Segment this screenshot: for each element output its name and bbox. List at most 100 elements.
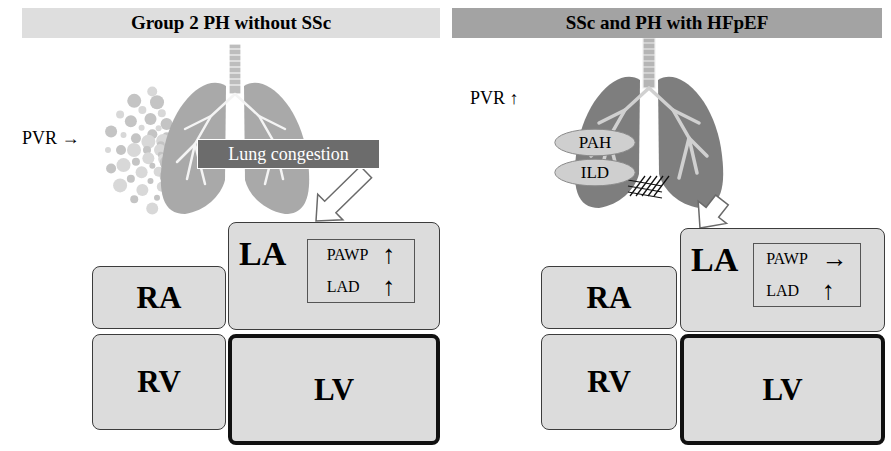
spray-blob [158, 154, 168, 164]
spray-blob [131, 133, 141, 143]
node-label: RA [137, 280, 182, 316]
heart-chamber: LAPAWP↑LAD↑ [228, 222, 440, 330]
spray-blob [116, 145, 126, 155]
spray-blob [146, 203, 158, 215]
trachea [229, 44, 241, 94]
measure-name: PAWP [327, 246, 369, 264]
spray-blob [136, 166, 148, 178]
trachea-ring [229, 79, 241, 80]
spray-blob [127, 94, 141, 108]
spray-blob [139, 125, 145, 131]
spray-blob [154, 195, 160, 201]
panel-header: Group 2 PH without SSc [22, 8, 440, 38]
hatch-stroke [628, 192, 662, 198]
lungs [161, 44, 309, 214]
trend-arrow: ↑ [382, 241, 395, 269]
congestion-box: Lung congestion [197, 139, 380, 169]
oval-shape [555, 159, 635, 186]
hatch-stroke [636, 176, 651, 196]
bronchus [673, 110, 699, 123]
bronchus [259, 116, 285, 129]
block-arrow [316, 166, 372, 221]
oval-shape [555, 129, 635, 156]
spray-blob [147, 129, 157, 139]
spray-blob [150, 95, 164, 109]
spray-blob [117, 158, 131, 172]
spray-blob [154, 167, 164, 177]
trachea-ring [229, 49, 241, 50]
spray-blob [160, 156, 174, 170]
spray-blob [105, 147, 111, 153]
congestion-spray [105, 86, 175, 214]
heart-chamber: RV [92, 334, 226, 430]
spray-blob [154, 144, 166, 156]
measure-name: PAWP [766, 250, 808, 268]
measure-name: LAD [327, 278, 369, 296]
heart-chamber: RV [541, 334, 677, 430]
node-label: LA [691, 241, 738, 279]
pvr-label: PVR ↑ [470, 88, 519, 109]
trend-arrow: ↑ [822, 277, 848, 305]
spray-blob [130, 195, 138, 203]
node-label: RA [587, 280, 632, 316]
trachea-ring [643, 49, 655, 50]
right-lung [658, 77, 723, 208]
value-box: PAWP ↑ LAD ↑ [307, 239, 415, 303]
trend-arrow: ↑ [382, 273, 395, 301]
node-label: Lung congestion [228, 144, 348, 165]
trachea-ring [643, 79, 655, 80]
panel-header: SSc and PH with HFpEF [452, 8, 882, 38]
spray-blob [156, 134, 170, 148]
spray-blob [157, 141, 165, 149]
bronchus [185, 116, 211, 129]
spray-blob [105, 125, 117, 137]
spray-blob [136, 184, 148, 196]
hatch-stroke [642, 176, 657, 196]
hatch-stroke [654, 176, 669, 196]
spray-blob [157, 182, 167, 192]
heart-chamber: RA [92, 266, 226, 329]
spray-blob [127, 143, 141, 157]
heart-chamber: LV [680, 334, 885, 445]
spray-blob [168, 132, 174, 138]
trachea-ring [643, 61, 655, 62]
hatch-stroke [630, 176, 645, 196]
trachea-ring [229, 73, 241, 74]
node-label: LV [314, 372, 354, 408]
spray-blob [125, 115, 137, 127]
node-label: PAH [579, 133, 611, 153]
condition-oval: ILD [554, 158, 636, 187]
hatch-stroke [628, 180, 662, 186]
node-label: RV [587, 364, 631, 400]
trachea [643, 38, 655, 88]
spray-blob [106, 164, 116, 174]
node-label: SSc and PH with HFpEF [566, 12, 769, 34]
spray-blob [158, 152, 164, 158]
condition-oval: PAH [554, 128, 636, 157]
measure-name: LAD [766, 282, 808, 300]
bronchus [599, 110, 625, 123]
trachea-ring [229, 67, 241, 68]
node-label: LV [762, 372, 802, 408]
heart-chamber: LV [228, 334, 440, 445]
trachea-ring [229, 85, 241, 86]
trachea-ring [643, 55, 655, 56]
spray-blob [142, 152, 154, 164]
node-label: Group 2 PH without SSc [131, 12, 331, 34]
spray-blob [143, 146, 151, 154]
spray-blob [144, 113, 156, 125]
trachea-ring [643, 73, 655, 74]
bronchus [689, 138, 707, 156]
spray-blob [158, 109, 166, 117]
spray-blob [161, 118, 173, 130]
trachea-ring [229, 55, 241, 56]
block-arrow [698, 195, 728, 228]
fibrosis-hatch [628, 176, 669, 198]
bronchus [177, 144, 195, 162]
hatch-stroke [648, 176, 663, 196]
spray-blob [156, 125, 162, 131]
bronchus [649, 88, 697, 173]
heart-chamber: RA [541, 266, 677, 329]
spray-blob [138, 106, 146, 114]
